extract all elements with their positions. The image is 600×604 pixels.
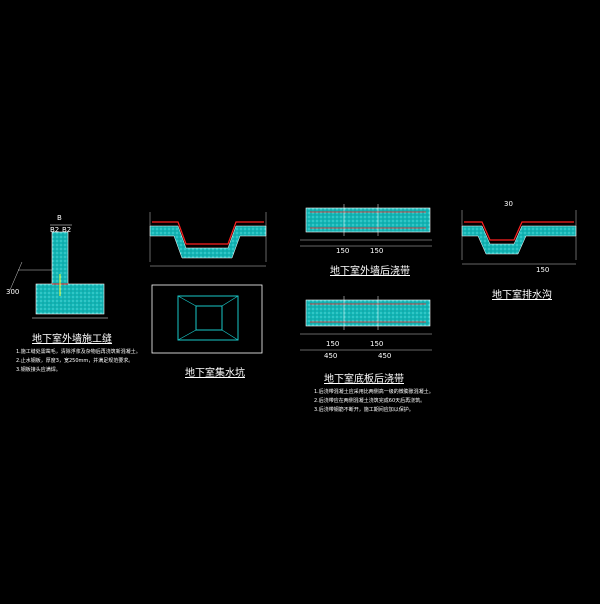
wall-joint-dim-b: B: [57, 214, 62, 222]
wall-joint-note-2: 2.止水钢板，厚度3，宽250mm，并满足规范要求。: [16, 358, 134, 364]
wall-strip-dim-right: 150: [370, 247, 384, 255]
floor-strip-note-3: 3.后浇带钢筋不断开，施工期间应加以保护。: [314, 407, 414, 413]
sump-section: [149, 225, 267, 259]
floor-strip-dim-4: 450: [378, 352, 392, 360]
trench-detail: [461, 210, 577, 265]
floor-strip-dim-2: 450: [324, 352, 338, 360]
wall-strip-dim-left: 150: [336, 247, 350, 255]
floor-strip-note-2: 2.后浇带应在两侧混凝土浇筑完成60天后再浇筑。: [314, 398, 426, 404]
sump-detail: [149, 212, 267, 354]
floor-strip-title: 地下室底板后浇带: [324, 374, 404, 385]
wall-joint-title: 地下室外墙施工缝: [32, 334, 112, 345]
wall-joint-note-1: 1.施工缝处需凿毛，清除浮浆及杂物后再浇筑新混凝土。: [16, 349, 141, 355]
wall-joint-dim-300: 300: [6, 288, 20, 296]
sump-title: 地下室集水坑: [185, 368, 245, 379]
wall-joint-dim-b2-right: B2: [62, 226, 72, 234]
wall-joint-dim-b2-left: B2: [50, 226, 60, 234]
floor-strip-dim-1: 150: [326, 340, 340, 348]
floor-strip-note-1: 1.后浇带混凝土应采用比两侧高一级的微膨胀混凝土。: [314, 389, 434, 395]
trench-dim-150: 150: [536, 266, 550, 274]
wall-strip-title: 地下室外墙后浇带: [330, 266, 410, 277]
trench-dim-30: 30: [504, 200, 513, 208]
floor-strip-dim-3: 150: [370, 340, 384, 348]
trench-title: 地下室排水沟: [492, 290, 552, 301]
wall-pour-strip-detail: [300, 204, 432, 247]
footing-section: [35, 283, 105, 315]
floor-pour-strip-detail: [300, 296, 432, 351]
sump-plan-outer: [151, 284, 263, 354]
sump-plan-rim: [177, 295, 239, 341]
wall-joint-note-3: 3.钢板接头应满焊。: [16, 367, 61, 373]
wall-joint-detail: [9, 224, 108, 319]
sump-plan-pit: [195, 305, 223, 331]
